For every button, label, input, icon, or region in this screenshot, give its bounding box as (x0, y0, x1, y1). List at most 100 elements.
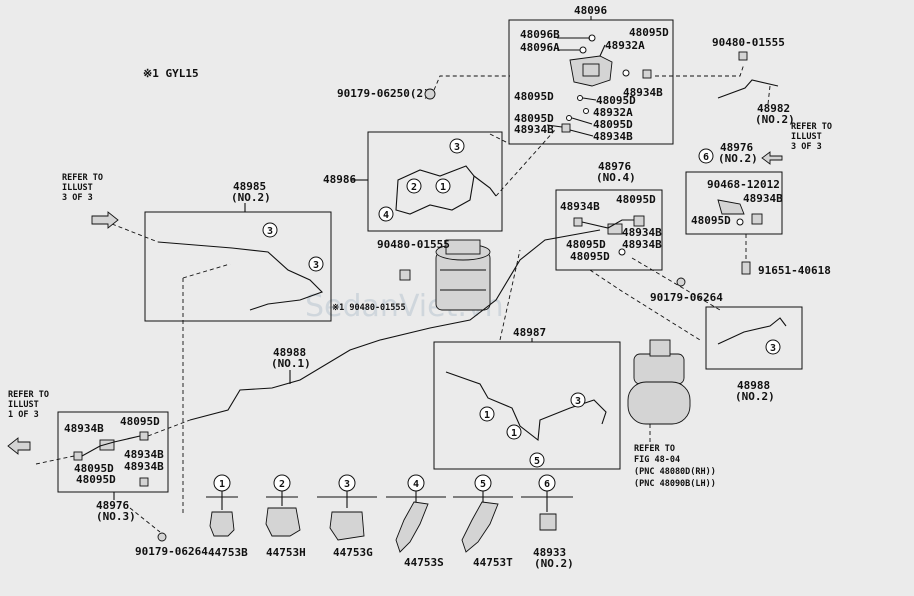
bracket-icon (461, 501, 499, 553)
label-48976[interactable]: 48976 (96, 499, 129, 512)
callout-5: 5 (534, 456, 540, 467)
label-90468-12012[interactable]: 90468-12012 (707, 178, 780, 191)
label-91651-40618[interactable]: 91651-40618 (758, 264, 831, 277)
clamp-icon (329, 511, 365, 541)
model-note: ※1 GYL15 (143, 67, 199, 80)
label-48934B[interactable]: 48934B (64, 422, 104, 435)
label-48095D[interactable]: 48095D (120, 415, 160, 428)
callout-3: 3 (267, 226, 273, 237)
ref-text: 1 OF 3 (8, 410, 39, 420)
legend-sub: (NO.2) (534, 557, 574, 570)
ref-text: REFER TO (634, 444, 675, 454)
ref-text: 3 OF 3 (62, 193, 93, 203)
box-48976-no2 (685, 171, 783, 235)
clip-icon (539, 513, 557, 531)
callout-3: 3 (454, 142, 460, 153)
clip-icon (157, 532, 167, 542)
label-48095D[interactable]: 48095D (570, 250, 610, 263)
label-48095D[interactable]: 48095D (74, 462, 114, 475)
label-48987[interactable]: 48987 (513, 326, 546, 339)
callout-4: 4 (383, 210, 389, 221)
brake-pipe-48985 (157, 241, 323, 311)
label-48934B[interactable]: 48934B (622, 238, 662, 251)
label-48095D[interactable]: 48095D (691, 214, 731, 227)
label-48988-no: (NO.1) (271, 357, 311, 370)
brake-pipe-48988-no2 (717, 317, 787, 345)
legend-part[interactable]: 48933 (533, 546, 566, 559)
label-48985-no: (NO.2) (231, 191, 271, 204)
ref-text: FIG 48-04 (634, 455, 680, 465)
label-48095D[interactable]: 48095D (566, 238, 606, 251)
legend-num: 1 (219, 479, 225, 490)
legend-num: 6 (544, 479, 550, 490)
label-48095D[interactable]: 48095D (629, 26, 669, 39)
label-48986[interactable]: 48986 (323, 173, 356, 186)
label-48934B[interactable]: 48934B (560, 200, 600, 213)
label-48095D[interactable]: 48095D (514, 90, 554, 103)
label-48988[interactable]: 48988 (273, 346, 306, 359)
label-48095D[interactable]: 48095D (514, 112, 554, 125)
label-48982[interactable]: 48982 (757, 102, 790, 115)
label-48976-no: (NO.3) (96, 510, 136, 523)
legend-part[interactable]: 44753S (404, 556, 444, 569)
label-48096B[interactable]: 48096B (520, 28, 560, 41)
bolt-icon (399, 269, 411, 281)
label-90179-06264[interactable]: 90179-06264 (650, 291, 723, 304)
clamp-icon (209, 511, 235, 537)
box-48986 (367, 131, 503, 232)
legend-part[interactable]: 44753B (208, 546, 248, 559)
label-48985[interactable]: 48985 (233, 180, 266, 193)
ref-text: (PNC 48080D(RH)) (634, 467, 716, 477)
label-48976-no: (NO.4) (596, 171, 636, 184)
box-48987 (433, 341, 621, 470)
ref-text: (PNC 48090B(LH)) (634, 479, 716, 489)
label-48976[interactable]: 48976 (720, 141, 753, 154)
legend-num: 5 (480, 479, 486, 490)
label-48988-no: (NO.2) (735, 390, 775, 403)
label-48096[interactable]: 48096 (574, 4, 607, 17)
label-90179-06250[interactable]: 90179-06250(2) (337, 87, 430, 100)
callout-3: 3 (313, 260, 319, 271)
label-48096A[interactable]: 48096A (520, 41, 560, 54)
label-90480-01555[interactable]: 90480-01555 (377, 238, 450, 251)
label-48934B[interactable]: 48934B (514, 123, 554, 136)
label-48095D[interactable]: 48095D (596, 94, 636, 107)
bolt-icon (738, 51, 748, 61)
label-48095D[interactable]: 48095D (593, 118, 633, 131)
label-48934B[interactable]: 48934B (124, 460, 164, 473)
label-48934B[interactable]: 48934B (124, 448, 164, 461)
ref-text: REFER TO (62, 173, 103, 183)
label-48095D[interactable]: 48095D (76, 473, 116, 486)
label-48934B[interactable]: 48934B (623, 86, 663, 99)
label-48934B[interactable]: 48934B (743, 192, 783, 205)
ref-text: 3 OF 3 (791, 142, 822, 152)
box-48976-no4 (555, 189, 663, 271)
callout-2: 2 (411, 182, 417, 193)
legend-part[interactable]: 44753T (473, 556, 513, 569)
label-48095D[interactable]: 48095D (616, 193, 656, 206)
legend-part[interactable]: 44753G (333, 546, 373, 559)
callouts: 3 3 3 1 2 4 6 3 3 1 1 5 (262, 138, 781, 468)
brake-hose-icon (717, 199, 763, 226)
label-48934B[interactable]: 48934B (593, 130, 633, 143)
legend-part[interactable]: 44753H (266, 546, 306, 559)
label-90480-01555[interactable]: 90480-01555 (712, 36, 785, 49)
label-90480-01555-alt[interactable]: ※1 90480-01555 (332, 303, 406, 313)
clip-icon (676, 277, 686, 287)
ref-text: ILLUST (62, 183, 93, 193)
legend-num: 3 (344, 479, 350, 490)
label-48934B[interactable]: 48934B (622, 226, 662, 239)
ref-text: ILLUST (791, 132, 822, 142)
label-90179-06264[interactable]: 90179-06264 (135, 545, 208, 558)
label-48988[interactable]: 48988 (737, 379, 770, 392)
label-48932A[interactable]: 48932A (605, 39, 645, 52)
callout-1: 1 (440, 182, 446, 193)
label-48982-no: (NO.2) (755, 113, 795, 126)
label-48976[interactable]: 48976 (598, 160, 631, 173)
fuel-tank-icon (435, 239, 491, 311)
label-48932A[interactable]: 48932A (593, 106, 633, 119)
callout-3: 3 (575, 396, 581, 407)
air-suspension-strut-icon (627, 339, 691, 425)
